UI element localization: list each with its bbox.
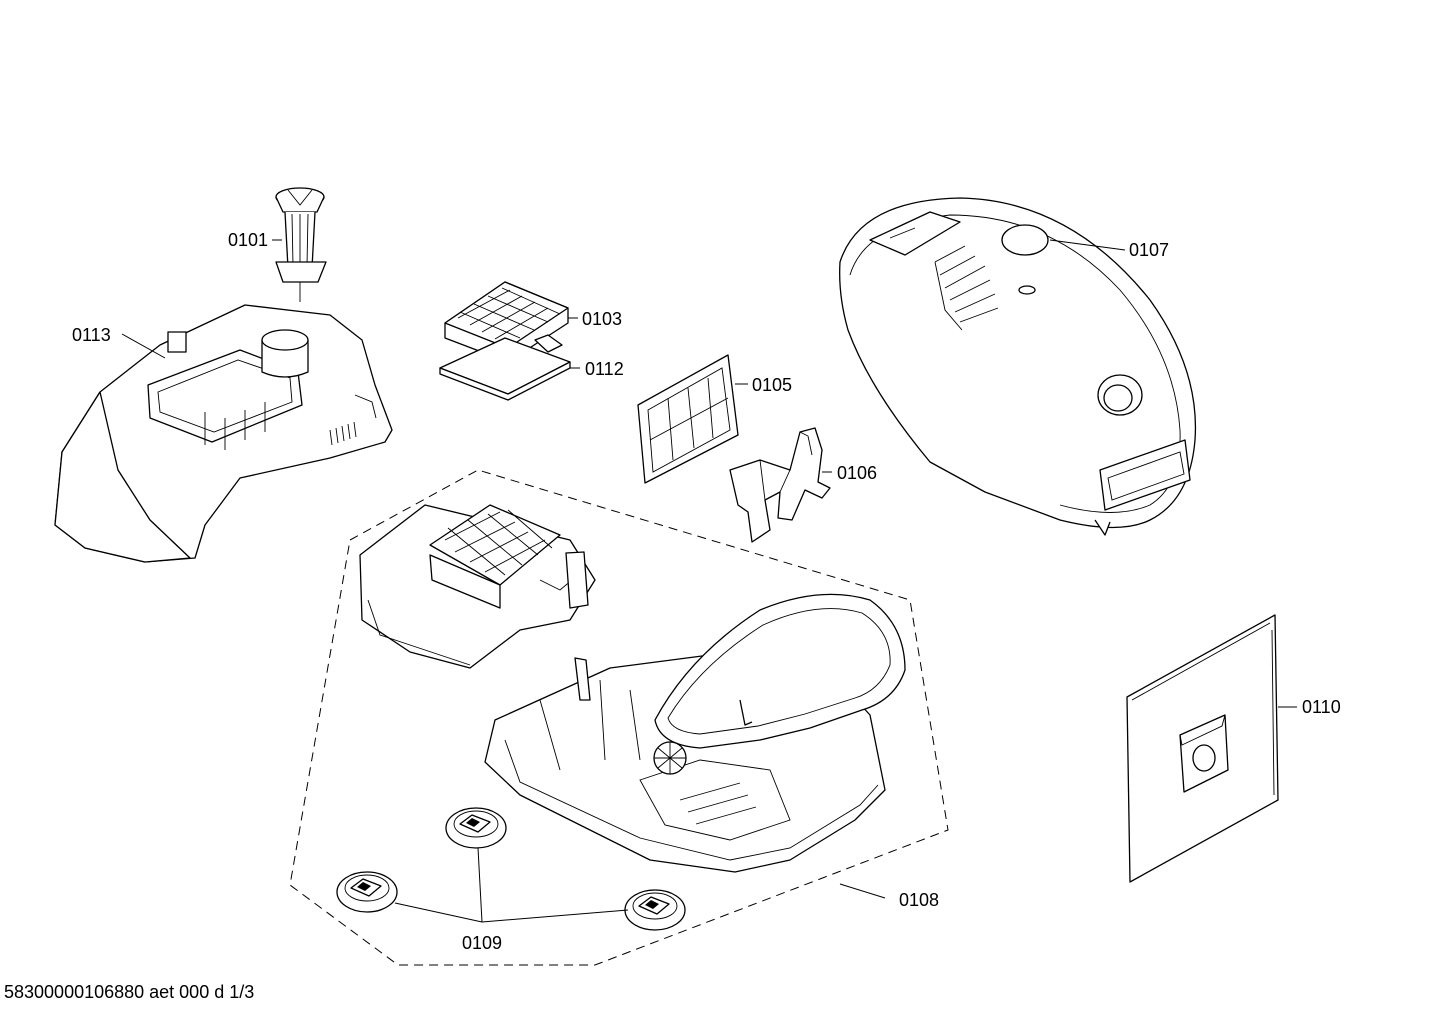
assembly-0108-boundary: [289, 469, 949, 966]
drawing-reference-code: 58300000106880 aet 000 d 1/3: [4, 982, 255, 1002]
leader-lines: [121, 239, 1297, 923]
part-0110-drawing: [1126, 614, 1279, 883]
label-part-0109: 0109: [462, 933, 503, 953]
part-0108-base-drawing: [484, 593, 906, 873]
label-part-0110: 0110: [1302, 697, 1341, 717]
part-0101-drawing: [275, 187, 327, 302]
part-0103-drawing: [444, 281, 569, 363]
part-0109-foot-2: [336, 871, 398, 913]
part-0109-foot-1: [445, 807, 507, 849]
part-0106-drawing: [729, 427, 831, 543]
part-0108-upper-housing-drawing: [359, 504, 596, 669]
label-part-0105: 0105: [752, 375, 793, 395]
label-part-0108: 0108: [899, 890, 940, 910]
label-part-0112: 0112: [585, 359, 624, 379]
label-part-0101: 0101: [228, 230, 269, 250]
part-0109-foot-3: [624, 889, 686, 931]
part-0113-drawing: [54, 304, 393, 563]
part-0105-drawing: [637, 354, 739, 484]
label-part-0103: 0103: [582, 309, 623, 329]
label-part-0113: 0113: [72, 325, 111, 345]
part-0107-drawing: [839, 197, 1197, 536]
label-part-0107: 0107: [1129, 240, 1170, 260]
label-part-0106: 0106: [837, 463, 878, 483]
